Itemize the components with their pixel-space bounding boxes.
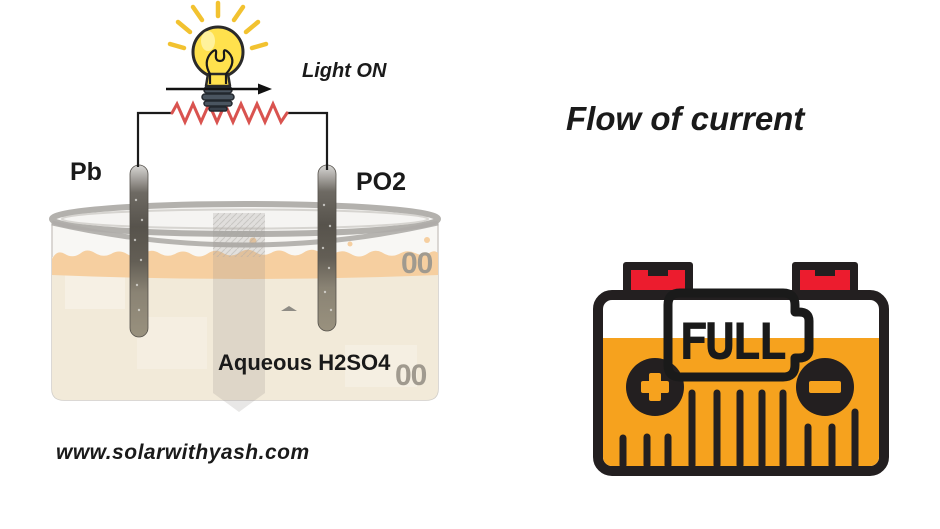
- bulb-filament: [205, 49, 234, 84]
- resistor-icon: [170, 100, 289, 126]
- bulb-glass: [191, 25, 245, 79]
- beaker-graduation: 00: [401, 247, 433, 280]
- battery-terminal-right: [792, 262, 858, 294]
- plus-terminal-icon: [626, 358, 684, 416]
- glass-reflection-hatch: [213, 213, 265, 257]
- po2-electrode: [317, 164, 337, 332]
- battery-full-label: FULL: [679, 313, 786, 371]
- current-direction-arrow-icon: [166, 83, 272, 95]
- circuit-wires: [136, 100, 329, 170]
- electrolyte-liquid: [52, 257, 438, 400]
- debris-particle: [281, 306, 297, 311]
- electrode-speckles: [133, 198, 333, 312]
- glass-highlight: [345, 345, 417, 387]
- flow-of-current-title: Flow of current: [566, 100, 805, 137]
- bulb-highlight: [201, 31, 215, 51]
- glass-highlight: [137, 317, 207, 369]
- beaker-icon: 00 00: [49, 201, 441, 412]
- droplet: [424, 237, 430, 243]
- po2-label: PO2: [356, 168, 407, 196]
- light-on-label: Light ON: [302, 60, 387, 82]
- battery-full-icon: FULL: [593, 262, 889, 476]
- bulb-rays: [167, 0, 269, 51]
- battery-charge-badge: [663, 288, 814, 382]
- minus-terminal-icon: [796, 358, 854, 416]
- wire-right: [287, 111, 329, 170]
- droplet: [347, 241, 353, 247]
- light-bulb-icon: [167, 0, 269, 112]
- website-label: www.solarwithyash.com: [56, 441, 310, 464]
- beaker-graduation: 00: [395, 359, 427, 392]
- pb-electrode: [129, 164, 149, 338]
- electrodes: [129, 164, 337, 338]
- electrolyte-label: Aqueous H2SO4: [218, 350, 391, 375]
- glass-reflection-band: [213, 213, 265, 412]
- battery-grille: [619, 389, 859, 469]
- liquid-surface: [52, 249, 438, 279]
- pb-label: Pb: [70, 158, 102, 186]
- bulb-neck: [204, 72, 232, 88]
- wire-left: [136, 111, 172, 167]
